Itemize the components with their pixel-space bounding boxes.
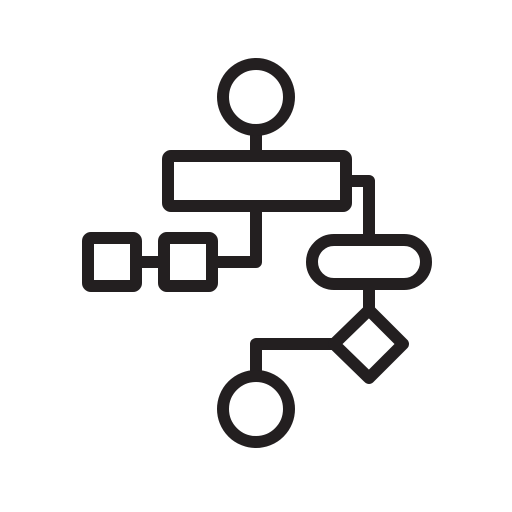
connector-process-to-terminal [340, 175, 375, 246]
connector-process-to-boxes [206, 200, 262, 268]
process-node-rectangle [162, 150, 352, 212]
decision-node-diamond [328, 304, 409, 384]
connector-decision-to-end [250, 338, 340, 382]
box-b-square [158, 232, 218, 292]
box-a-square [82, 232, 142, 292]
end-node-circle [217, 370, 295, 448]
terminal-node-rounded-rectangle [306, 234, 432, 290]
start-node-circle [217, 58, 295, 136]
